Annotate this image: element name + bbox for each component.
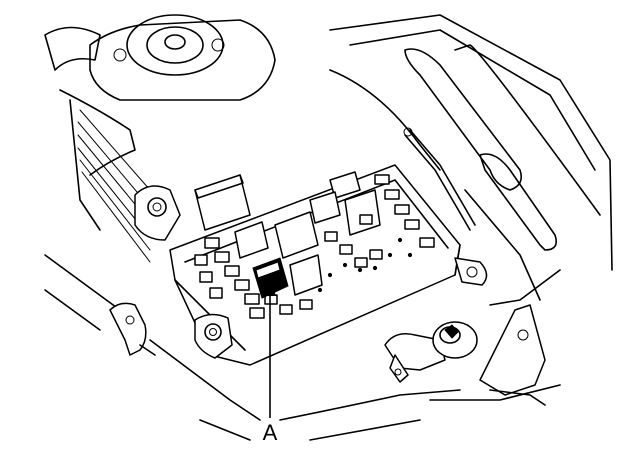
left-wall-ribs bbox=[77, 109, 151, 263]
battery-terminal bbox=[384, 321, 478, 383]
left-clip bbox=[109, 302, 156, 356]
strut-tower bbox=[44, 14, 276, 231]
callout-label: A bbox=[263, 420, 278, 445]
terminal-dots bbox=[317, 237, 413, 293]
hose bbox=[403, 127, 476, 231]
callout-arrow bbox=[264, 278, 276, 418]
fuses bbox=[194, 174, 435, 319]
highlighted-relay bbox=[252, 257, 289, 299]
fender-panel bbox=[329, 14, 613, 301]
right-bracket bbox=[479, 304, 546, 406]
